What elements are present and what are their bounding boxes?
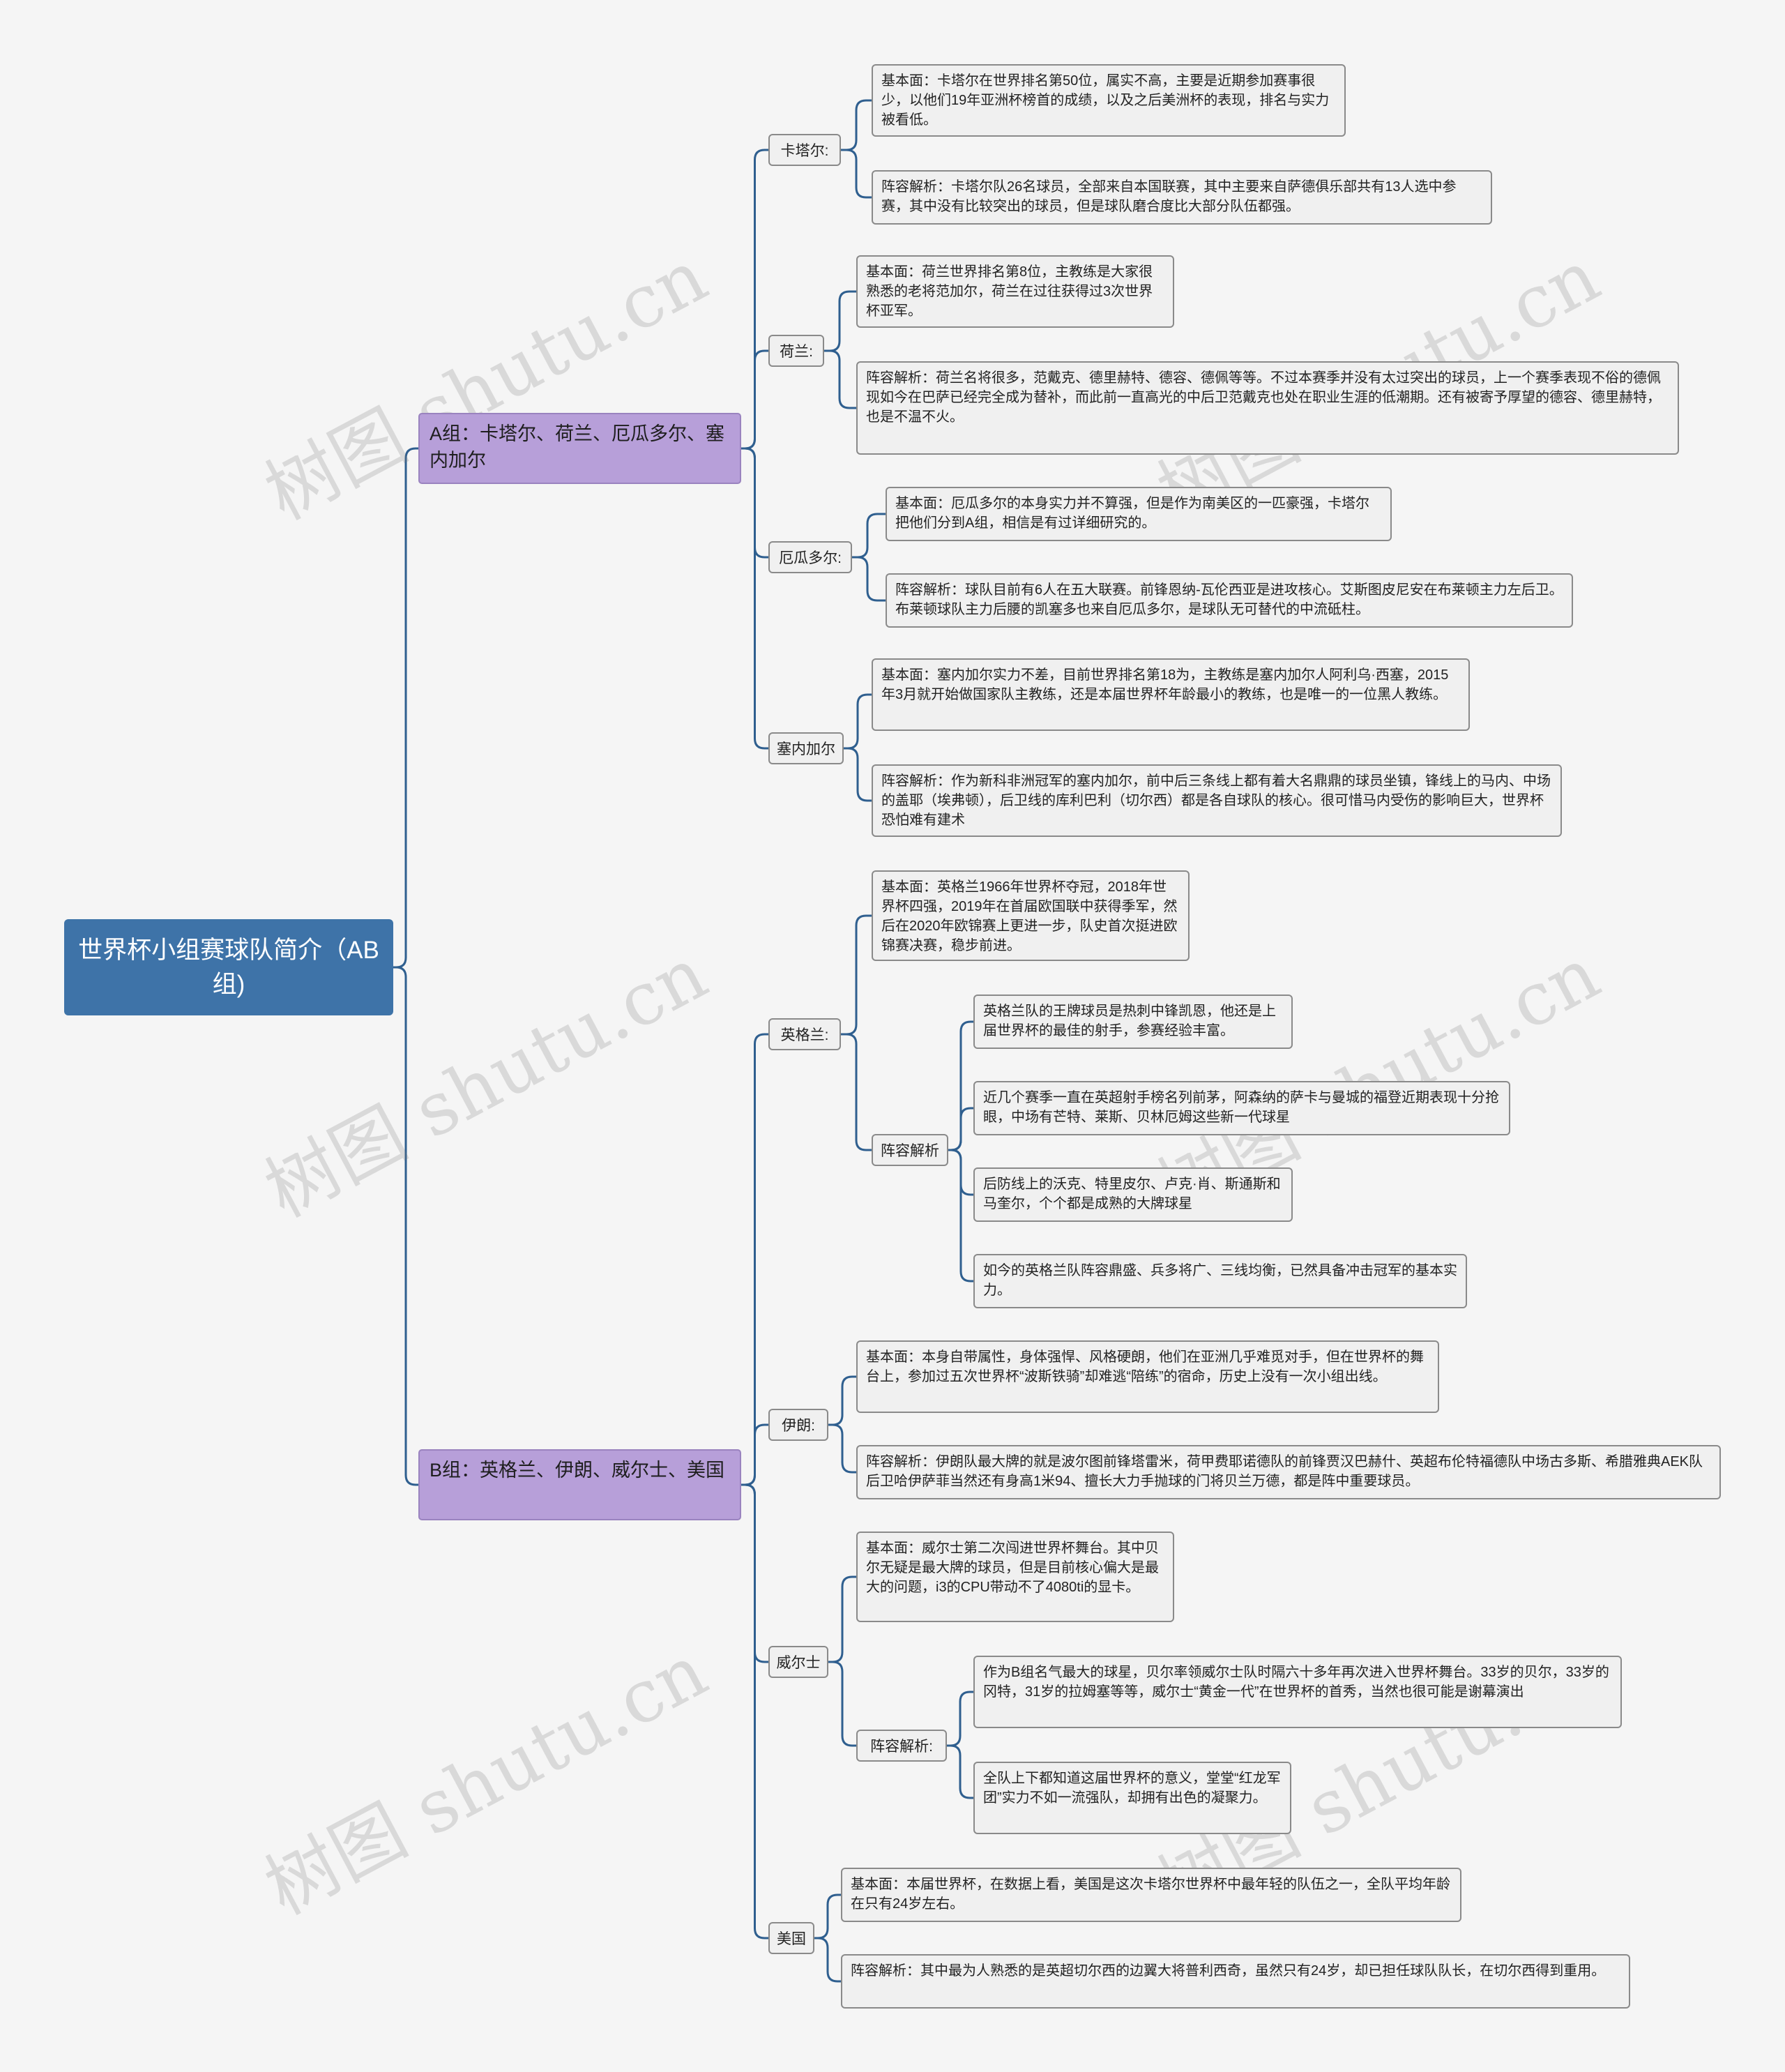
- connector-line: [844, 693, 872, 750]
- wales-lineup-label[interactable]: 阵容解析:: [856, 1730, 947, 1762]
- wales-lineup-item[interactable]: 作为B组名气最大的球星，贝尔率领威尔士队时隔六十多年再次进入世界杯舞台。33岁的…: [973, 1656, 1622, 1728]
- team-usa[interactable]: 美国: [768, 1922, 814, 1954]
- team-qatar[interactable]: 卡塔尔:: [768, 134, 841, 166]
- england-basic-info[interactable]: 基本面：英格兰1966年世界杯夺冠，2018年世界杯四强，2019年在首届欧国联…: [872, 870, 1190, 961]
- iran-lineup-analysis[interactable]: 阵容解析：伊朗队最大牌的就是波尔图前锋塔雷米，荷甲费耶诺德队的前锋贾汉巴赫什、英…: [856, 1445, 1721, 1499]
- connector-line: [841, 1033, 872, 1151]
- group-a-node[interactable]: A组：卡塔尔、荷兰、厄瓜多尔、塞内加尔: [418, 413, 741, 484]
- team-england[interactable]: 英格兰:: [768, 1018, 841, 1050]
- ecuador-basic-info[interactable]: 基本面：厄瓜多尔的本身实力并不算强，但是作为南美区的一匹豪强，卡塔尔把他们分到A…: [886, 487, 1392, 541]
- connector-line: [947, 1691, 973, 1747]
- england-lineup-item[interactable]: 近几个赛季一直在英超射手榜名列前茅，阿森纳的萨卡与曼城的福登近期表现十分抢眼，中…: [973, 1081, 1510, 1135]
- connector-line: [828, 1661, 856, 1747]
- connector-line: [828, 1423, 856, 1474]
- connector-line: [828, 1575, 856, 1663]
- connector-line: [948, 1149, 973, 1283]
- netherlands-basic-info[interactable]: 基本面：荷兰世界排名第8位，主教练是大家很熟悉的老将范加尔，荷兰在过往获得过3次…: [856, 255, 1174, 328]
- connector-line: [828, 1375, 856, 1426]
- qatar-basic-info[interactable]: 基本面：卡塔尔在世界排名第50位，属实不高，主要是近期参加赛事很少，以他们19年…: [872, 64, 1346, 137]
- wales-lineup-item[interactable]: 全队上下都知道这届世界杯的意义，堂堂“红龙军团”实力不如一流强队，却拥有出色的凝…: [973, 1762, 1291, 1834]
- connector-line: [741, 349, 768, 450]
- connector-line: [741, 1483, 768, 1939]
- connector-line: [741, 447, 768, 750]
- group-b-node[interactable]: B组：英格兰、伊朗、威尔士、美国: [418, 1449, 741, 1520]
- netherlands-lineup-analysis[interactable]: 阵容解析：荷兰名将很多，范戴克、德里赫特、德容、德佩等等。不过本赛季并没有太过突…: [856, 361, 1679, 455]
- connector-line: [841, 914, 872, 1036]
- connector-line: [814, 1937, 841, 1983]
- team-senegal[interactable]: 塞内加尔: [768, 732, 844, 764]
- connector-line: [741, 1033, 768, 1486]
- iran-basic-info[interactable]: 基本面：本身自带属性，身体强悍、风格硬朗，他们在亚洲几乎难觅对手，但在世界杯的舞…: [856, 1340, 1439, 1413]
- team-netherlands[interactable]: 荷兰:: [768, 335, 824, 367]
- root-topic[interactable]: 世界杯小组赛球队简介（AB组): [64, 919, 393, 1015]
- england-lineup-item[interactable]: 后防线上的沃克、特里皮尔、卢克·肖、斯通斯和马奎尔，个个都是成熟的大牌球星: [973, 1167, 1293, 1222]
- connector-line: [948, 1107, 973, 1151]
- ecuador-lineup-analysis[interactable]: 阵容解析：球队目前有6人在五大联赛。前锋恩纳-瓦伦西亚是进攻核心。艾斯图皮尼安在…: [886, 573, 1573, 628]
- connector-line: [741, 1423, 768, 1486]
- connector-line: [841, 149, 872, 199]
- senegal-basic-info[interactable]: 基本面：塞内加尔实力不差，目前世界排名第18为，主教练是塞内加尔人阿利乌·西塞，…: [872, 658, 1470, 731]
- connector-line: [824, 290, 856, 352]
- connector-line: [824, 349, 856, 409]
- connector-line: [814, 1893, 841, 1939]
- connector-line: [844, 747, 872, 802]
- connector-line: [852, 513, 886, 559]
- team-ecuador[interactable]: 厄瓜多尔:: [768, 541, 852, 573]
- team-iran[interactable]: 伊朗:: [768, 1409, 828, 1441]
- qatar-lineup-analysis[interactable]: 阵容解析：卡塔尔队26名球员，全部来自本国联赛，其中主要来自萨德俱乐部共有13人…: [872, 170, 1492, 225]
- usa-basic-info[interactable]: 基本面：本届世界杯，在数据上看，美国是这次卡塔尔世界杯中最年轻的队伍之一，全队平…: [841, 1868, 1461, 1922]
- england-lineup-label[interactable]: 阵容解析: [872, 1134, 948, 1166]
- england-lineup-item[interactable]: 英格兰队的王牌球员是热刺中锋凯恩，他还是上届世界杯的最佳的射手，参赛经验丰富。: [973, 995, 1293, 1049]
- team-wales[interactable]: 威尔士: [768, 1646, 828, 1678]
- usa-lineup-analysis[interactable]: 阵容解析：其中最为人熟悉的是英超切尔西的边翼大将普利西奇，虽然只有24岁，却已担…: [841, 1954, 1630, 2009]
- connector-line: [852, 556, 886, 602]
- connector-line: [841, 99, 872, 151]
- connector-line: [947, 1744, 973, 1799]
- england-lineup-item[interactable]: 如今的英格兰队阵容鼎盛、兵多将广、三线均衡，已然具备冲击冠军的基本实力。: [973, 1254, 1467, 1308]
- senegal-lineup-analysis[interactable]: 阵容解析：作为新科非洲冠军的塞内加尔，前中后三条线上都有着大名鼎鼎的球员坐镇，锋…: [872, 764, 1562, 837]
- connector-line: [393, 447, 418, 969]
- wales-basic-info[interactable]: 基本面：威尔士第二次闯进世界杯舞台。其中贝尔无疑是最大牌的球员，但是目前核心偏大…: [856, 1532, 1174, 1622]
- connector-line: [393, 966, 418, 1486]
